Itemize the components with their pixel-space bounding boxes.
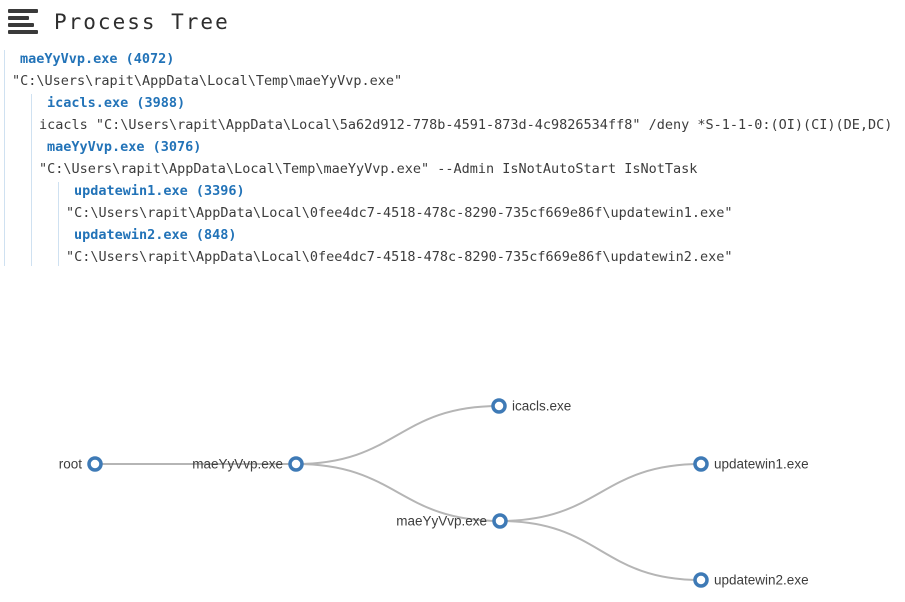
tree-edge-p2-u1 (499, 463, 702, 522)
tree-edge-p1-p2 (295, 463, 501, 522)
tree-node-label: maeYyVvp.exe (192, 457, 283, 472)
process-list: maeYyVvp.exe (4072) "C:\Users\rapit\AppDa… (0, 48, 905, 270)
tree-node-label: updatewin1.exe (714, 457, 809, 472)
tree-edge-p1-icacls (295, 405, 500, 465)
indent-guide-line (4, 50, 5, 266)
indent-guide-line (31, 94, 32, 266)
tree-node-icacls[interactable] (491, 398, 507, 414)
process-entry[interactable]: maeYyVvp.exe (3076) (47, 139, 202, 155)
process-entry[interactable]: maeYyVvp.exe (4072) (20, 51, 175, 67)
tree-node-root[interactable] (87, 456, 103, 472)
page-title: Process Tree (54, 9, 230, 34)
tree-node-p2[interactable] (492, 513, 508, 529)
process-entry[interactable]: icacls.exe (3988) (47, 95, 186, 111)
tree-node-label: maeYyVvp.exe (396, 514, 487, 529)
process-entry[interactable]: updatewin2.exe (848) (74, 227, 237, 243)
tree-node-u2[interactable] (693, 572, 709, 588)
tree-node-p1[interactable] (288, 456, 304, 472)
tree-node-u1[interactable] (693, 456, 709, 472)
process-command-line: "C:\Users\rapit\AppData\Local\Temp\maeYy… (39, 161, 698, 177)
tree-edge-p2-u2 (499, 520, 702, 581)
process-tree-icon (8, 9, 40, 34)
process-command-line: "C:\Users\rapit\AppData\Local\Temp\maeYy… (12, 73, 403, 89)
process-command-line: "C:\Users\rapit\AppData\Local\0fee4dc7-4… (66, 205, 733, 221)
tree-node-label: root (59, 457, 83, 472)
tree-node-label: updatewin2.exe (714, 573, 809, 588)
process-command-line: "C:\Users\rapit\AppData\Local\0fee4dc7-4… (66, 249, 733, 265)
process-command-line: icacls "C:\Users\rapit\AppData\Local\5a6… (39, 117, 893, 133)
process-entry[interactable]: updatewin1.exe (3396) (74, 183, 245, 199)
tree-node-label: icacls.exe (512, 399, 571, 414)
indent-guide-line (58, 182, 59, 266)
header: Process Tree (8, 9, 230, 34)
